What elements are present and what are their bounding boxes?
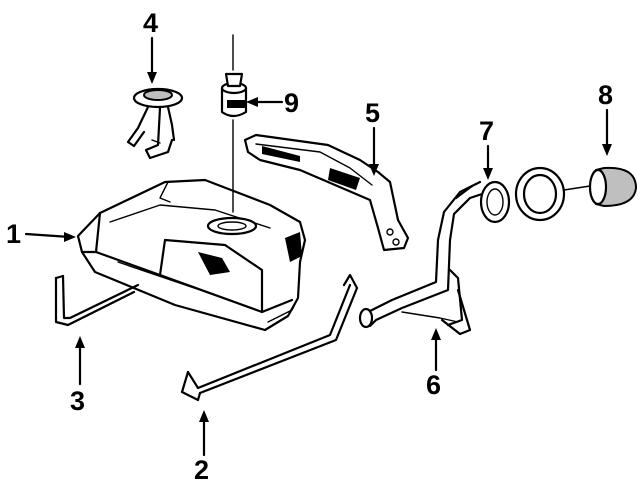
fuel-pump bbox=[220, 34, 248, 213]
callout-3: 3 bbox=[70, 386, 85, 416]
filler-neck bbox=[358, 180, 490, 336]
callout-7: 7 bbox=[479, 116, 494, 146]
tank-strap-left bbox=[54, 274, 140, 327]
filler-neck-seal bbox=[479, 166, 591, 224]
heat-shield-bracket bbox=[243, 133, 410, 252]
callout-2: 2 bbox=[194, 455, 209, 485]
tank-strap-right bbox=[180, 273, 359, 402]
callout-8: 8 bbox=[598, 80, 613, 110]
callout-9: 9 bbox=[284, 88, 299, 118]
callout-4: 4 bbox=[143, 8, 158, 38]
callout-6: 6 bbox=[426, 370, 441, 400]
fuel-sender-unit bbox=[126, 87, 184, 160]
fuel-tank bbox=[76, 178, 307, 332]
leader-arrows bbox=[24, 36, 612, 457]
fuel-cap bbox=[588, 166, 638, 208]
callout-5: 5 bbox=[365, 98, 380, 128]
callout-1: 1 bbox=[6, 219, 21, 249]
